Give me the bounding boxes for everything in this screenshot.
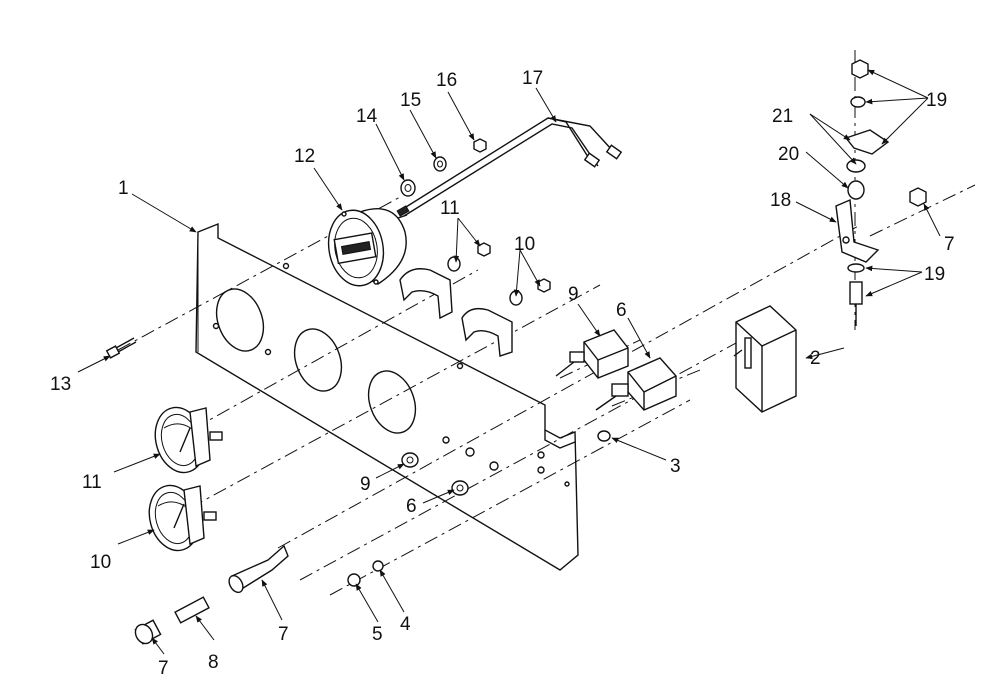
callout-16: 16 [436,70,457,91]
callout-18: 18 [770,190,791,211]
toggle-switches [555,329,677,411]
callout-15: 15 [400,90,421,111]
bracket-assembly [835,59,927,326]
gauge-10 [148,484,217,552]
callout-17: 17 [522,68,543,89]
callout-11-gauge: 11 [82,472,102,493]
callout-20: 20 [778,144,799,165]
callout-5: 5 [372,624,383,645]
callout-6-bushing: 6 [406,496,417,517]
callout-9-switch: 9 [568,284,579,305]
callout-12: 12 [294,146,315,167]
gauge-hole-2 [293,328,343,392]
callout-7-socket: 7 [278,624,289,645]
callout-21: 21 [772,106,793,127]
callout-19-bottom: 19 [924,264,945,285]
gauge-hole-3 [367,370,417,434]
instrument-panel [195,222,579,571]
small-hardware [347,430,611,587]
callout-labels: 1 2 3 4 5 6 6 7 7 7 8 9 9 10 10 11 11 12… [50,68,955,679]
screw-13 [105,337,137,359]
gauge-hole-1 [215,288,265,352]
callout-10-bracket: 10 [514,234,535,255]
callout-3: 3 [670,456,681,477]
leader-lines [77,69,941,655]
callout-8: 8 [208,652,219,673]
hour-meter [327,208,408,287]
gauge-brackets [399,242,551,357]
callout-9-bushing: 9 [360,474,371,495]
hardware-12 [400,138,487,197]
wire-harness [396,117,623,217]
callout-10-gauge: 10 [90,552,111,573]
callout-19-top: 19 [926,90,947,111]
callout-2: 2 [810,348,821,369]
callout-6-switch: 6 [616,300,627,321]
relay-box [733,305,797,413]
callout-7-nut: 7 [944,234,955,255]
callout-11-bracket: 11 [440,198,460,219]
callout-13: 13 [50,374,71,395]
lamp-socket [134,544,289,645]
gauge-11 [154,406,223,474]
callout-7-lens: 7 [158,658,169,679]
callout-4: 4 [400,614,411,635]
callout-1: 1 [118,178,129,199]
callout-14: 14 [356,106,378,127]
